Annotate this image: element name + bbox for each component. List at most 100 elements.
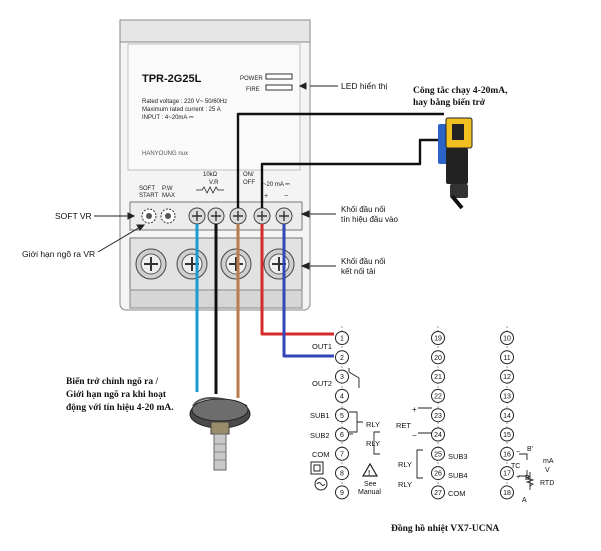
- terminal-number-9: 9: [340, 490, 344, 497]
- terminal-number-16: 16: [503, 451, 511, 458]
- b-label: B: [525, 475, 530, 482]
- com2-label: COM: [448, 489, 466, 498]
- terminal-1: [335, 331, 349, 345]
- sub3-label: SUB3: [448, 452, 468, 461]
- plus-label: +: [264, 193, 268, 200]
- led-fire-label: FIRE: [246, 87, 260, 93]
- terminal-8: [335, 466, 349, 481]
- terminal-27: [431, 485, 445, 500]
- screw-icon: [220, 248, 252, 280]
- terminal-5: [335, 408, 349, 423]
- resistor-symbol-icon: [196, 186, 224, 194]
- terminal-13: [500, 388, 514, 403]
- terminal-number-7: 7: [340, 451, 344, 458]
- terminal-23: [431, 408, 445, 423]
- pw-max-dial-icon[interactable]: [160, 208, 176, 224]
- terminal-4: [335, 388, 349, 403]
- soft-vr-annotation: SOFT VR: [55, 211, 92, 221]
- rly-label-1: RLY: [366, 420, 380, 429]
- sub2-label: SUB2: [310, 431, 330, 440]
- com-label: COM: [312, 450, 330, 459]
- terminal-number-4: 4: [340, 394, 344, 401]
- terminal-7: [335, 446, 349, 461]
- spec-voltage: Rated voltage : 220 V~ 50/60Hz: [142, 99, 227, 105]
- terminal-number-5: 5: [340, 413, 344, 420]
- terminal-20: [431, 350, 445, 365]
- v-label: V: [545, 467, 550, 474]
- signal-block-annotation-line2: tín hiệu đầu vào: [341, 215, 398, 224]
- pot-annotation-line2: Giới hạn ngõ ra khi hoạt: [66, 390, 167, 400]
- terminal-number-11: 11: [503, 355, 510, 362]
- ret-label: RET: [396, 421, 411, 430]
- terminal-number-26: 26: [434, 471, 442, 478]
- led-power-label: POWER: [240, 76, 263, 82]
- switch-4-20ma: [438, 117, 473, 210]
- blue-wire: [282, 224, 334, 358]
- terminal-18: [500, 485, 514, 500]
- soft-vr-dial-icon[interactable]: [141, 208, 157, 224]
- load-block-annotation-line2: kết nối tải: [341, 267, 375, 276]
- screw-icon: [135, 248, 167, 280]
- ma-label: ~20 mA ⎓: [263, 182, 290, 188]
- terminal-16: [500, 446, 514, 461]
- terminal-21: [431, 369, 445, 384]
- warning-icon: !: [361, 462, 379, 477]
- model-label: TPR-2G25L: [142, 73, 202, 85]
- terminal-number-21: 21: [434, 374, 442, 381]
- terminal-6: [335, 427, 349, 442]
- terminal-9: [335, 485, 349, 500]
- red-wire: [260, 224, 334, 336]
- screw-icon: [253, 207, 271, 225]
- spec-input: INPUT : 4~20mA ⎓: [142, 115, 194, 121]
- pot-annotation-line3: động với tín hiệu 4-20 mA.: [66, 403, 174, 413]
- sub4-label: SUB4: [448, 471, 468, 480]
- soft-start-label-1: SOFT: [139, 186, 155, 192]
- screw-icon: [207, 207, 225, 225]
- terminal-14: [500, 408, 514, 423]
- screw-icon: [275, 207, 293, 225]
- tc-label: TC: [511, 463, 520, 470]
- terminal-number-6: 6: [340, 432, 344, 439]
- spec-current: Maximum rated current : 25 A: [142, 107, 221, 113]
- onoff-label-2: OFF: [243, 180, 255, 186]
- terminal-number-8: 8: [340, 471, 344, 478]
- terminal-number-3: 3: [340, 374, 344, 381]
- terminal-number-18: 18: [503, 490, 511, 497]
- out2-label: OUT2: [312, 379, 332, 388]
- terminal-number-13: 13: [503, 394, 511, 401]
- terminal-12: [500, 369, 514, 384]
- terminal-3: [335, 369, 349, 384]
- rly-label-3: RLY: [398, 460, 412, 469]
- out1-label: OUT1: [312, 342, 332, 351]
- ac-power-icon: [314, 477, 328, 491]
- terminal-number-22: 22: [434, 394, 442, 401]
- terminal-number-27: 27: [434, 490, 442, 497]
- soft-start-label-2: START: [139, 193, 158, 199]
- a-label: A: [522, 497, 527, 504]
- vr-label-2: V.R: [209, 180, 219, 186]
- signal-block-annotation-line1: Khối đầu nối: [341, 205, 386, 214]
- svg-text:!: !: [368, 470, 370, 477]
- switch-annotation-line1: Công tắc chạy 4-20mA,: [413, 85, 508, 96]
- minus-label: −: [284, 193, 288, 200]
- screw-icon: [176, 248, 208, 280]
- limit-vr-annotation: Giới hạn ngõ ra VR: [22, 249, 95, 259]
- ma-label-ctrl: mA: [543, 458, 554, 465]
- terminal-10: [500, 331, 514, 345]
- terminal-24: [431, 427, 445, 442]
- screw-icon: [229, 207, 247, 225]
- terminal-number-24: 24: [434, 432, 442, 439]
- terminal-17: [500, 466, 514, 481]
- rly-label-2: RLY: [366, 439, 380, 448]
- wires: [195, 112, 444, 398]
- led-annotation: LED hiển thị: [341, 81, 387, 91]
- terminal-number-23: 23: [434, 413, 442, 420]
- vr-label-1: 10kΩ: [203, 172, 218, 178]
- controller-labels: [348, 368, 535, 490]
- rly-label-4: RLY: [398, 480, 412, 489]
- terminal-number-12: 12: [503, 374, 511, 381]
- rtd-label: RTD: [540, 480, 554, 487]
- terminal-number-20: 20: [434, 355, 442, 362]
- switch-wire-1: [236, 112, 444, 208]
